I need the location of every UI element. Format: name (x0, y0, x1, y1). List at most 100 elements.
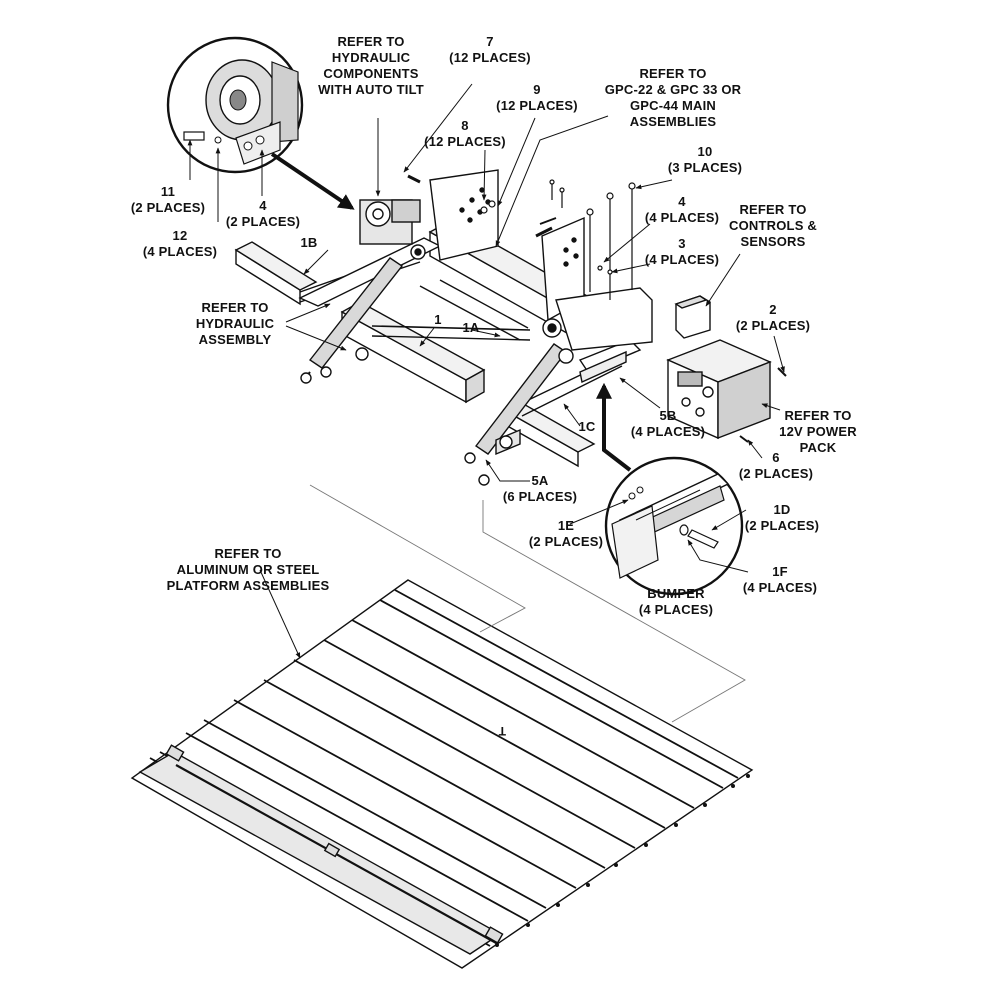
callout-line: GPC-22 & GPC 33 OR (604, 82, 742, 97)
callout-line: (4 PLACES) (644, 210, 720, 225)
hinge-plate-right (484, 926, 504, 944)
callout-line: GPC-44 MAIN (630, 98, 716, 113)
callout-line: REFER TO (214, 546, 282, 561)
hinge-plate-left (165, 744, 185, 762)
callout-line: (3 PLACES) (667, 160, 743, 175)
callout-item-9: 9(12 PLACES) (496, 82, 578, 114)
callout-line: (2 PLACES) (744, 518, 820, 533)
callout-line: 1 (434, 312, 442, 327)
callout-line: CONTROLS & (729, 218, 817, 233)
callout-item-6: 6(2 PLACES) (739, 450, 813, 482)
platform-assembly: T (130, 579, 754, 969)
callout-line: 5B (659, 408, 677, 423)
platform-rivets (495, 774, 750, 947)
callout-line: (4 PLACES) (644, 252, 720, 267)
callout-line: HYDRAULIC (331, 50, 411, 65)
callout-line: (4 PLACES) (630, 424, 706, 439)
callout-line: 11 (160, 184, 176, 199)
detail-circle-bumper (604, 456, 744, 596)
callout-item-1e: 1E(2 PLACES) (529, 518, 603, 550)
callout-line: 4 (678, 194, 686, 209)
callout-line: (6 PLACES) (502, 489, 578, 504)
callout-line: (2 PLACES) (130, 200, 206, 215)
callout-line: PLATFORM ASSEMBLIES (166, 578, 330, 593)
callout-line: 1A (462, 320, 480, 335)
callout-item-7: 7(12 PLACES) (449, 34, 531, 66)
reference-lines (309, 484, 746, 723)
callout-line: COMPONENTS (323, 66, 419, 81)
callout-line: 12 (172, 228, 188, 243)
callout-line: 1B (300, 235, 318, 250)
callout-line: PACK (799, 440, 837, 455)
callout-line: ASSEMBLY (198, 332, 272, 347)
callout-line: (2 PLACES) (528, 534, 604, 549)
callout-line: 8 (461, 118, 469, 133)
callout-line: (4 PLACES) (742, 580, 818, 595)
callout-line: REFER TO (337, 34, 405, 49)
callout-line: (4 PLACES) (142, 244, 218, 259)
auto-tilt-unit (359, 199, 421, 245)
detail-circle-cylinder (166, 36, 304, 174)
callout-line: SENSORS (740, 234, 806, 249)
lift-frame (234, 169, 787, 486)
callout-bumper: BUMPER(4 PLACES) (639, 586, 713, 618)
callout-line: BUMPER (647, 586, 705, 601)
callout-line: ASSEMBLIES (629, 114, 717, 129)
callout-line: (12 PLACES) (449, 50, 531, 65)
callout-line: REFER TO (639, 66, 707, 81)
detail-arrow-bottom (596, 382, 632, 472)
callout-line: (12 PLACES) (496, 98, 578, 113)
callout-line: 4 (259, 198, 267, 213)
callout-item-1b: 1B (300, 235, 317, 251)
callout-item-5a: 5A(6 PLACES) (503, 473, 577, 505)
callout-line: (4 PLACES) (638, 602, 714, 617)
callout-line: (12 PLACES) (424, 134, 506, 149)
detail-arrow-top (270, 152, 355, 210)
callout-line: 1E (557, 518, 575, 533)
callout-item-4-main: 4(4 PLACES) (645, 194, 719, 226)
side-channel-right (578, 339, 642, 384)
callout-item-11: 11(2 PLACES) (131, 184, 205, 216)
bracket-right (541, 216, 653, 364)
callout-item-10: 10(3 PLACES) (668, 144, 742, 176)
callout-line: 7 (486, 34, 494, 49)
bold-arrows (270, 152, 632, 472)
control-box (674, 295, 711, 339)
platform-mark: T (498, 724, 506, 738)
callout-item-1d: 1D(2 PLACES) (745, 502, 819, 534)
callout-line: 10 (697, 144, 713, 159)
callout-line: 1C (578, 419, 596, 434)
callout-item-3: 3(4 PLACES) (645, 236, 719, 268)
callout-item-12: 12(4 PLACES) (143, 228, 217, 260)
callout-item-2: 2(2 PLACES) (736, 302, 810, 334)
callout-line: REFER TO (739, 202, 807, 217)
power-pack (666, 339, 772, 440)
callout-line: REFER TO (784, 408, 852, 423)
hardware-fasteners (407, 174, 787, 443)
callout-line: HYDRAULIC (195, 316, 275, 331)
callout-line: (2 PLACES) (225, 214, 301, 229)
hydraulic-cylinder-right (464, 343, 568, 486)
hydraulic-cylinder-left (300, 257, 404, 384)
callout-item-1f: 1F(4 PLACES) (743, 564, 817, 596)
arm-1 (340, 301, 486, 404)
callout-line: 3 (678, 236, 686, 251)
callout-line: 2 (769, 302, 777, 317)
leader-lines (187, 83, 785, 659)
hinge-plate-mid (323, 842, 341, 858)
callout-line: (2 PLACES) (735, 318, 811, 333)
callout-line: WITH AUTO TILT (318, 82, 424, 97)
callout-item-8: 8(12 PLACES) (424, 118, 506, 150)
callout-line: (2 PLACES) (738, 466, 814, 481)
callout-line: 9 (533, 82, 541, 97)
callout-item-1: 1 (434, 312, 441, 328)
callout-item-4-detail: 4(2 PLACES) (226, 198, 300, 230)
